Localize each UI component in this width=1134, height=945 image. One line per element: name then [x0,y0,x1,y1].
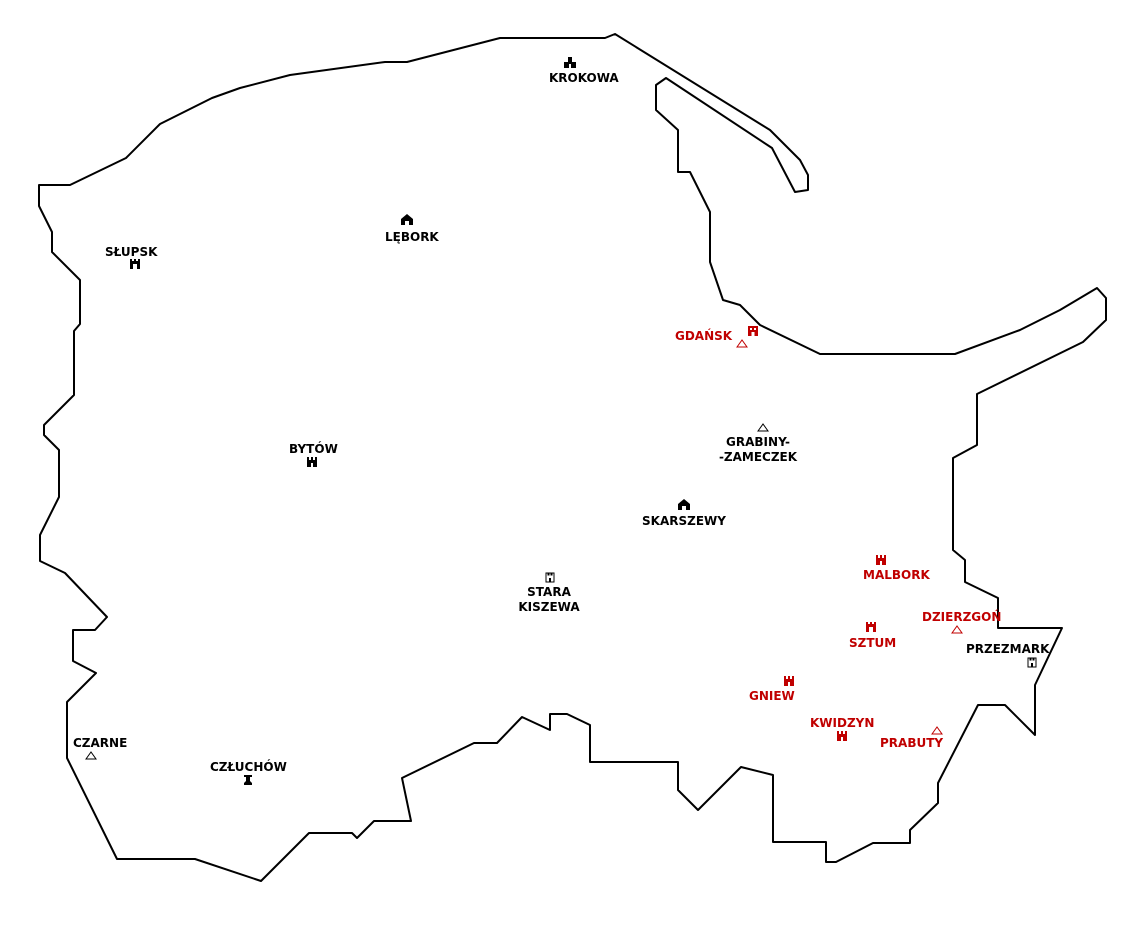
place-malbork[interactable]: MALBORK [863,555,930,582]
ruin-icon [757,423,769,432]
place-label: GDAŃSK [675,328,733,343]
place-label: GRABINY--ZAMECZEK [719,435,798,464]
fortress-icon [784,676,794,686]
place-czluchow[interactable]: CZŁUCHÓW [210,759,287,785]
place-grabiny-zameczek[interactable]: GRABINY--ZAMECZEK [719,423,798,464]
place-czarne[interactable]: CZARNE [73,736,127,760]
place-slupsk[interactable]: SŁUPSK [105,245,158,269]
manor-icon [564,57,576,68]
place-label-line: KISZEWA [518,600,580,614]
place-label: SZTUM [849,636,896,650]
place-label: PRABUTY [880,736,943,750]
place-krokowa[interactable]: KROKOWA [549,57,619,85]
place-label: BYTÓW [289,441,338,456]
place-label: GNIEW [749,689,795,703]
place-label: LĘBORK [385,230,439,244]
region-outline [38,33,1107,882]
fortress-icon [837,731,847,741]
place-kwidzyn[interactable]: KWIDZYN [810,716,874,741]
place-label: MALBORK [863,568,930,582]
place-label: CZŁUCHÓW [210,759,287,774]
place-label-line: GRABINY- [726,435,790,449]
ruin-icon [931,726,943,735]
place-label: SŁUPSK [105,245,158,259]
ruin-icon [951,625,963,634]
place-prabuty[interactable]: PRABUTY [880,726,943,750]
place-label: DZIERZGOŃ [922,609,1001,624]
ruin-icon [736,339,748,348]
place-label: KWIDZYN [810,716,874,730]
place-label-line: -ZAMECZEK [719,450,798,464]
place-bytow[interactable]: BYTÓW [289,441,338,467]
castle-icon [130,259,140,269]
place-gniew[interactable]: GNIEW [749,676,795,703]
place-dzierzgon[interactable]: DZIERZGOŃ [922,609,1001,634]
house-icon [401,214,413,225]
house-icon [678,499,690,510]
place-gdansk[interactable]: GDAŃSK [675,326,758,348]
tower-icon [545,572,555,583]
place-label: CZARNE [73,736,127,750]
place-label: KROKOWA [549,71,619,85]
place-lebork[interactable]: LĘBORK [385,214,439,244]
place-przezmark[interactable]: PRZEZMARK [966,642,1050,668]
keep-icon [244,775,252,785]
place-sztum[interactable]: SZTUM [849,622,896,650]
place-label: PRZEZMARK [966,642,1050,656]
fortress-icon [876,555,886,565]
tower-icon [1027,657,1037,668]
place-label: SKARSZEWY [642,514,726,528]
fortress-icon [307,457,317,467]
gate-icon [748,326,758,336]
place-skarszewy[interactable]: SKARSZEWY [642,499,726,528]
place-label-line: STARA [527,585,571,599]
ruin-icon [85,751,97,760]
castle-icon [866,622,876,632]
